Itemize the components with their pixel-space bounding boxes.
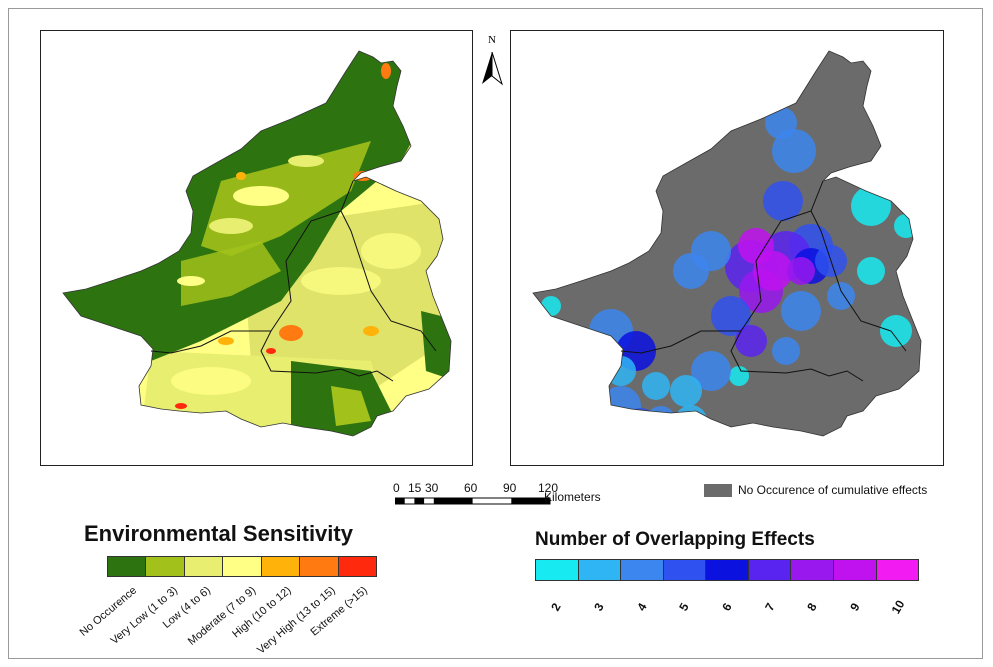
- overlapping-effects-map: [510, 30, 944, 466]
- overlap-zone-31: [623, 408, 659, 436]
- scale-bar-graphic: [395, 497, 551, 505]
- overlap-zone-17: [711, 296, 751, 336]
- sensitivity-map-svg: [62, 50, 452, 437]
- environmental-sensitivity-title: Environmental Sensitivity: [84, 521, 353, 546]
- overlap-swatch-6: [706, 560, 749, 580]
- environmental-sensitivity-map: [40, 30, 473, 466]
- sensitivity-swatch-2: [184, 557, 224, 576]
- overlap-zone-35: [772, 337, 800, 365]
- sensitivity-swatch-3: [223, 557, 262, 576]
- overlap-zone-7: [729, 366, 749, 386]
- overlap-zone-32: [646, 406, 676, 436]
- overlap-zone-28: [691, 351, 731, 391]
- overlapping-effects-color-bar: [535, 559, 919, 581]
- overlap-zone-16: [781, 291, 821, 331]
- scale-tick-30: 30: [425, 481, 439, 495]
- overlap-zone-25: [606, 356, 636, 386]
- no-occurrence-legend: No Occurence of cumulative effects: [704, 483, 964, 499]
- overlap-swatch-7: [748, 560, 792, 580]
- overlap-zone-15: [738, 228, 774, 264]
- overlap-zone-12: [673, 253, 709, 289]
- sensitivity-swatch-0: [108, 557, 147, 576]
- overlap-zone-33: [675, 405, 707, 436]
- overlap-zone-2: [765, 107, 797, 139]
- overlap-swatch-5: [663, 560, 707, 580]
- environmental-sensitivity-color-bar: [107, 556, 377, 577]
- no-occurrence-label: No Occurence of cumulative effects: [738, 483, 928, 497]
- overlap-zone-0: [772, 129, 816, 173]
- overlap-zone-21: [827, 282, 855, 310]
- overlap-zone-34: [588, 403, 624, 436]
- scale-tick-15: 15: [408, 481, 422, 495]
- overlap-swatch-3: [578, 560, 622, 580]
- scale-tick-120: 120: [538, 481, 559, 495]
- no-occurrence-swatch: [704, 484, 732, 497]
- overlap-zone-6: [880, 315, 912, 347]
- north-letter: N: [488, 34, 496, 46]
- overlap-swatch-8: [791, 560, 834, 580]
- scale-bar: 0 15 30 60 90 120 Kilometers: [393, 481, 693, 511]
- overlap-swatch-2: [536, 560, 579, 580]
- overlap-zone-22: [787, 257, 815, 285]
- overlap-zone-3: [851, 186, 891, 226]
- overlap-swatch-4: [621, 560, 664, 580]
- overlap-zone-18: [735, 325, 767, 357]
- sensitivity-swatch-4: [261, 557, 301, 576]
- north-arrow-icon: [482, 51, 503, 86]
- sensitivity-swatch-1: [146, 557, 185, 576]
- overlap-zone-30: [601, 386, 641, 426]
- overlap-zone-29: [670, 375, 702, 407]
- sensitivity-swatch-6: [338, 557, 376, 576]
- scale-tick-90: 90: [503, 481, 517, 495]
- overlap-zone-4: [894, 214, 918, 238]
- scale-unit: Kilometers: [544, 490, 601, 504]
- overlap-zone-1: [763, 181, 803, 221]
- overlap-map-svg: [532, 50, 922, 437]
- sensitivity-swatch-5: [300, 557, 339, 576]
- scale-tick-60: 60: [464, 481, 478, 495]
- north-arrow: N: [480, 34, 504, 88]
- overlap-swatch-9: [833, 560, 877, 580]
- overlap-swatch-10: [876, 560, 919, 580]
- overlap-zone-27: [541, 296, 561, 316]
- overlap-zone-36: [642, 372, 670, 400]
- figure-frame: [8, 8, 983, 659]
- overlap-zone-26: [582, 362, 610, 390]
- overlapping-effects-title: Number of Overlapping Effects: [535, 529, 815, 550]
- overlap-zone-5: [857, 257, 885, 285]
- scale-tick-0: 0: [393, 481, 400, 495]
